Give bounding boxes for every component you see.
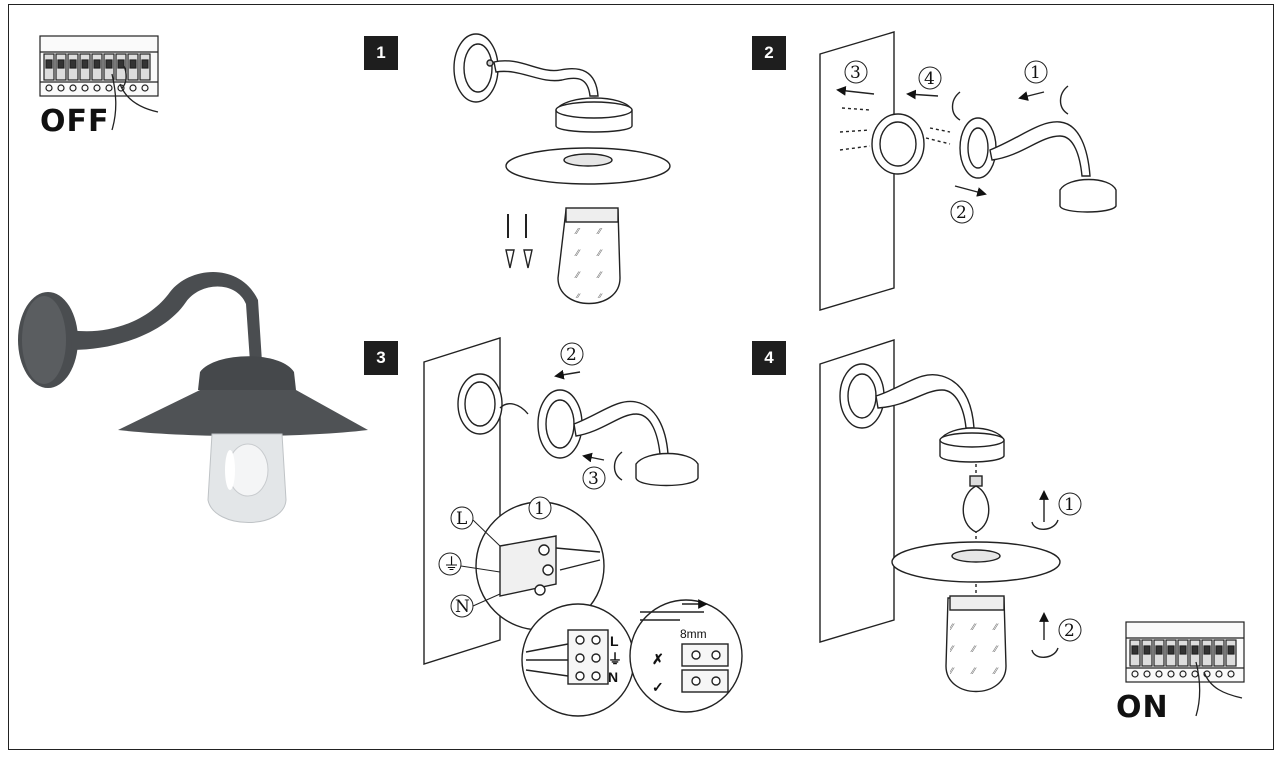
terminal-earth-label: ⏚ <box>608 651 622 667</box>
step-2-marker-4: 4 <box>924 69 935 89</box>
step-2-marker-2: 2 <box>956 203 967 223</box>
step-4-badge: 4 <box>752 341 786 375</box>
wrong-connection-mark: ✗ <box>652 651 664 667</box>
breaker-panel-on-icon <box>1125 621 1245 717</box>
terminal-neutral-label: N <box>608 669 618 685</box>
step-4-bulb-glass-diagram <box>819 339 1061 693</box>
step-3-markers: 1 2 3 <box>528 342 606 520</box>
power-off-label: OFF <box>40 104 110 139</box>
step-3-marker-3: 3 <box>588 469 599 489</box>
neutral-wire-label: N <box>455 597 470 617</box>
strip-length-label: 8mm <box>680 627 707 641</box>
earth-symbol-label: ⏚ <box>443 555 460 575</box>
breaker-panel-off-icon <box>39 35 159 131</box>
step-2-mounting-diagram <box>819 31 1117 311</box>
lamp-overview-image <box>18 271 368 523</box>
correct-connection-mark: ✓ <box>652 679 664 695</box>
step-3-marker-1: 1 <box>534 499 545 519</box>
step-3-marker-2: 2 <box>566 345 577 365</box>
step-2-marker-3: 3 <box>850 63 861 83</box>
step-2-marker-1: 1 <box>1030 63 1041 83</box>
step-1-badge: 1 <box>364 36 398 70</box>
step-3-badge: 3 <box>364 341 398 375</box>
live-wire-label: L <box>456 509 467 529</box>
step-2-markers: 1 2 3 4 <box>844 60 1048 224</box>
terminal-live-label: L <box>610 633 619 649</box>
wiring-labels: L ⏚ N L ⏚ N 8mm ✗ ✓ <box>438 506 707 695</box>
step-2-badge: 2 <box>752 36 786 70</box>
step-1-parts-diagram <box>453 33 671 305</box>
power-on-label: ON <box>1116 690 1169 725</box>
step-4-markers: 1 2 <box>1058 492 1082 642</box>
instruction-sheet-frame <box>8 4 1274 750</box>
step-4-marker-2: 2 <box>1064 621 1075 641</box>
step-3-wiring-diagram <box>423 337 743 717</box>
step-4-marker-1: 1 <box>1064 495 1075 515</box>
